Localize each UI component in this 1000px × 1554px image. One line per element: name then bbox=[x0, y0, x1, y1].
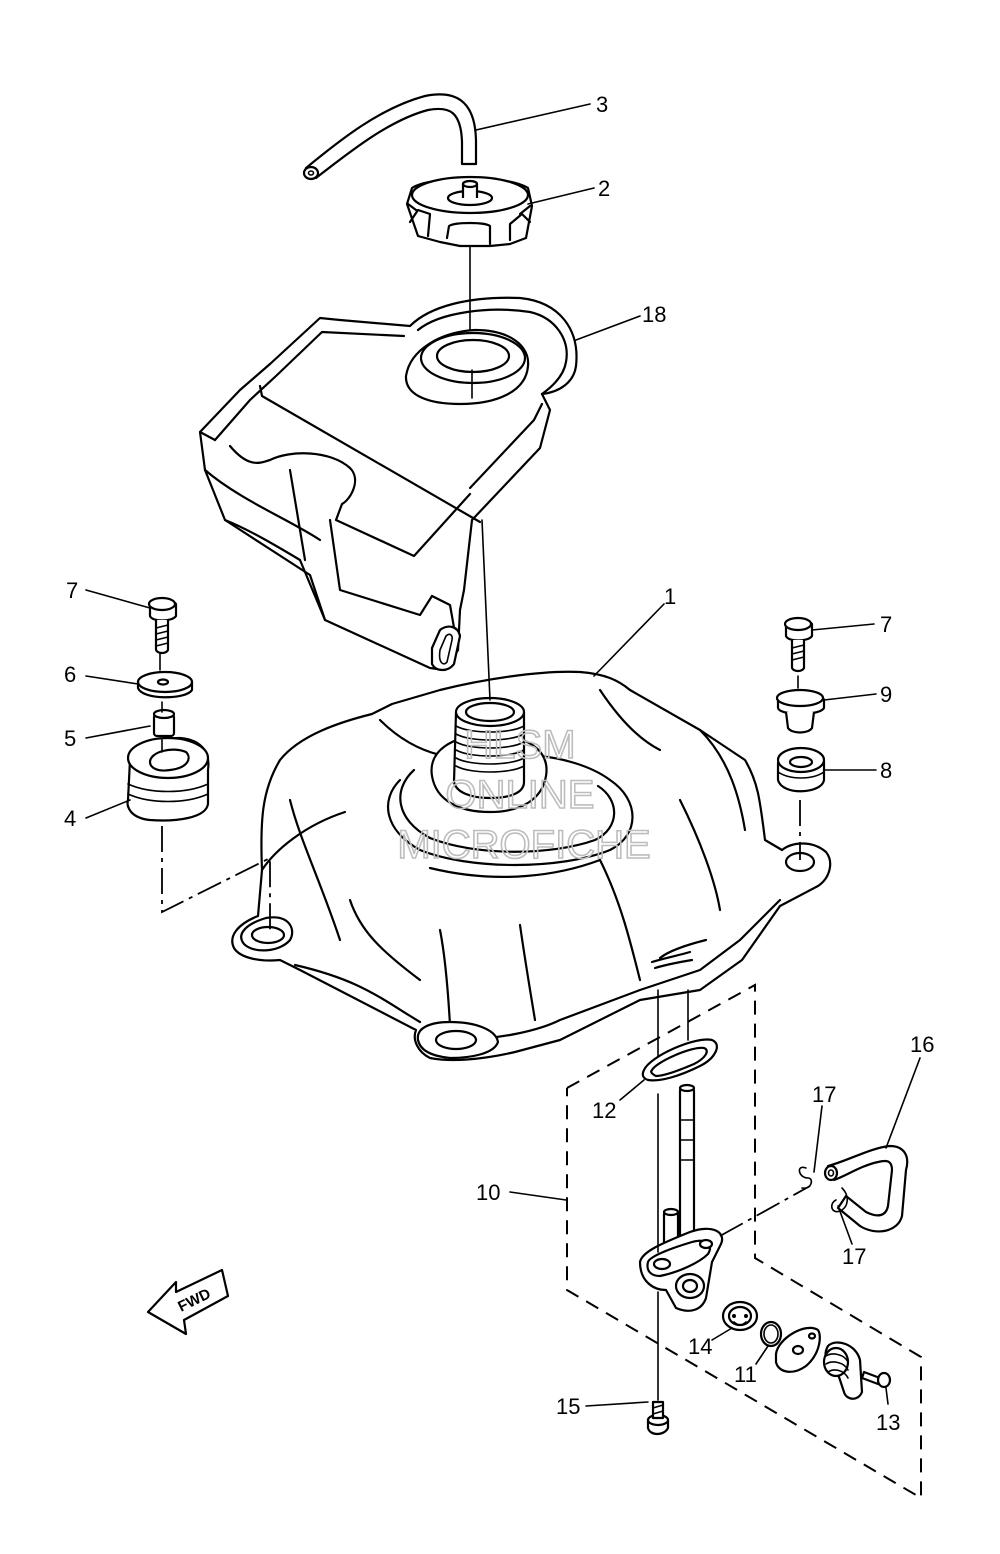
watermark: HLSM ONLINE MICROFICHE bbox=[397, 722, 652, 868]
callout-5: 5 bbox=[64, 726, 76, 751]
callout-18: 18 bbox=[642, 302, 666, 327]
callout-6: 6 bbox=[64, 662, 76, 687]
collar bbox=[152, 708, 176, 738]
fuel-tank bbox=[231, 670, 832, 1062]
callout-12: 13 bbox=[876, 1410, 900, 1435]
washer bbox=[136, 670, 194, 699]
watermark-line-2: ONLINE bbox=[446, 773, 595, 817]
callout-8: 8 bbox=[880, 758, 892, 783]
fuel-hose bbox=[823, 1144, 909, 1233]
callout-16: 16 bbox=[910, 1032, 934, 1057]
screw-12 bbox=[860, 1370, 892, 1389]
gasket bbox=[641, 1038, 718, 1082]
watermark-line-1: HLSM bbox=[464, 723, 575, 767]
callout-9: 9 bbox=[880, 682, 892, 707]
bolt-right bbox=[783, 616, 814, 673]
callout-4: 4 bbox=[64, 806, 76, 831]
callout-17-top: 17 bbox=[812, 1082, 836, 1107]
forward-direction-arrow: FWD bbox=[146, 1268, 230, 1336]
collar-flanged bbox=[775, 688, 826, 734]
clip-17 bbox=[798, 1166, 849, 1213]
assembly-boundary bbox=[566, 983, 922, 1500]
breather-hose bbox=[302, 93, 478, 181]
callout-numbers: 3 2 18 1 7 6 5 4 7 9 8 16 17 12 10 17 14… bbox=[64, 92, 934, 1435]
callout-7-right: 7 bbox=[880, 612, 892, 637]
callout-3: 3 bbox=[596, 92, 608, 117]
fuel-cap bbox=[405, 175, 534, 248]
grommet bbox=[776, 746, 826, 793]
tank-cover bbox=[198, 296, 578, 672]
bolt-15 bbox=[646, 1400, 670, 1436]
diaphragm-14 bbox=[721, 1300, 759, 1332]
callout-14: 14 bbox=[688, 1334, 712, 1359]
callout-17-bottom: 17 bbox=[842, 1244, 866, 1269]
fuel-cock-body bbox=[638, 1083, 724, 1312]
callout-15: 15 bbox=[556, 1394, 580, 1419]
callout-13: 12 bbox=[592, 1098, 616, 1123]
callout-7-left: 7 bbox=[66, 578, 78, 603]
callout-10: 10 bbox=[476, 1180, 500, 1205]
callout-11: 11 bbox=[734, 1362, 757, 1387]
filler-neck bbox=[430, 696, 548, 814]
lever bbox=[822, 1341, 864, 1400]
damper bbox=[126, 736, 210, 822]
bolt-left bbox=[147, 596, 178, 655]
watermark-line-3: MICROFICHE bbox=[397, 823, 650, 867]
lever-plate bbox=[774, 1326, 821, 1373]
leader-lines bbox=[85, 103, 921, 1407]
callout-2: 2 bbox=[598, 176, 610, 201]
callout-1: 1 bbox=[664, 584, 676, 609]
o-ring-11 bbox=[759, 1320, 783, 1348]
